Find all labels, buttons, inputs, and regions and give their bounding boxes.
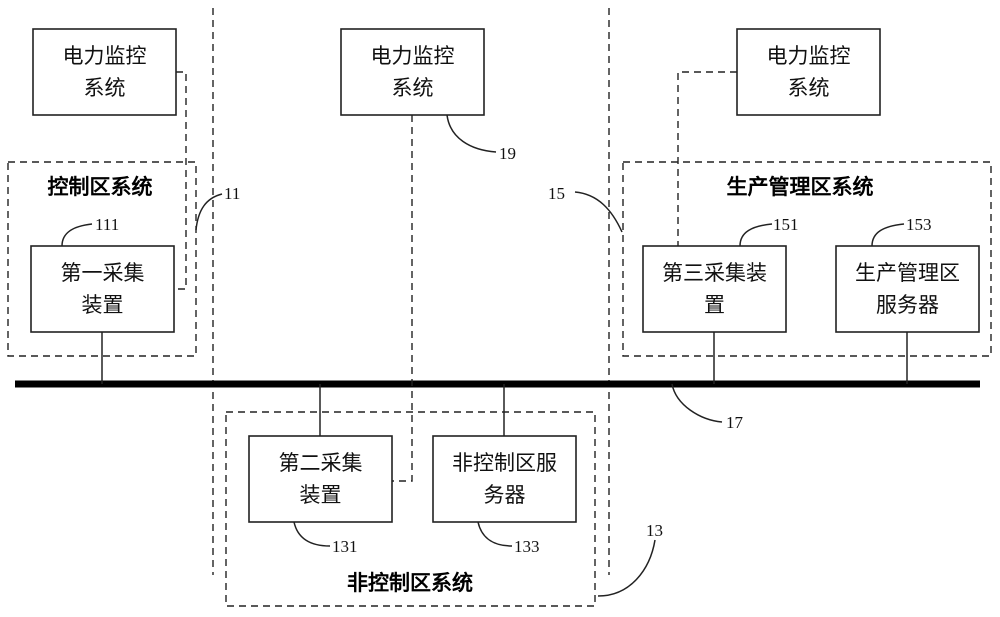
control-zone-box	[7, 161, 197, 357]
ref-19: 19	[499, 144, 516, 163]
ref-151: 151	[773, 215, 799, 234]
ref-15-leader	[574, 191, 623, 233]
ref-15: 15	[548, 184, 565, 203]
ref-17: 17	[726, 413, 744, 432]
ref-131-leader	[293, 521, 331, 547]
monitor-box-left	[32, 28, 177, 116]
production-server-line2: 服务器	[876, 293, 939, 317]
second-device-line1: 第二采集	[279, 451, 363, 475]
noncontrol-zone-title: 非控制区系统	[347, 571, 473, 595]
monitor-box-middle	[340, 28, 485, 116]
ref-111: 111	[95, 215, 119, 234]
third-collection-device-box	[642, 245, 787, 333]
ref-11-leader	[195, 193, 223, 231]
monitor-left-line1: 电力监控	[63, 44, 147, 68]
second-collection-device-box	[248, 435, 393, 523]
production-server-line1: 生产管理区	[855, 261, 960, 285]
third-device-monitor-link	[677, 71, 737, 246]
monitor-right-line1: 电力监控	[767, 44, 851, 68]
second-device-line2: 装置	[300, 483, 342, 507]
first-device-line2: 装置	[82, 293, 124, 317]
first-device-monitor-link	[174, 71, 187, 290]
ref-111-leader	[61, 223, 93, 247]
monitor-middle-line2: 系统	[392, 76, 434, 100]
ref-19-leader	[446, 114, 497, 153]
production-zone-box	[622, 161, 992, 357]
ref-153-leader	[871, 223, 905, 247]
ref-131: 131	[332, 537, 358, 556]
second-device-monitor-link	[392, 115, 413, 482]
production-zone-title: 生产管理区系统	[727, 175, 874, 199]
ref-13: 13	[646, 521, 663, 540]
production-server-box	[835, 245, 980, 333]
monitor-box-right	[736, 28, 881, 116]
monitor-right-line2: 系统	[788, 76, 830, 100]
noncontrol-server-line2: 务器	[484, 483, 526, 507]
ref-133: 133	[514, 537, 540, 556]
control-zone-title: 控制区系统	[48, 175, 153, 199]
ref-13-leader	[597, 539, 656, 597]
ref-11: 11	[224, 184, 240, 203]
first-collection-device-box	[30, 245, 175, 333]
noncontrol-server-box	[432, 435, 577, 523]
third-device-line1: 第三采集装	[662, 261, 767, 285]
ref-153: 153	[906, 215, 932, 234]
third-device-line2: 置	[704, 293, 725, 317]
monitor-middle-line1: 电力监控	[371, 44, 455, 68]
monitor-left-line2: 系统	[84, 76, 126, 100]
ref-151-leader	[739, 223, 773, 247]
first-device-line1: 第一采集	[61, 261, 145, 285]
ref-133-leader	[477, 521, 513, 547]
noncontrol-server-line1: 非控制区服	[452, 451, 557, 475]
ref-17-leader	[671, 383, 723, 423]
noncontrol-zone-box	[225, 411, 596, 607]
